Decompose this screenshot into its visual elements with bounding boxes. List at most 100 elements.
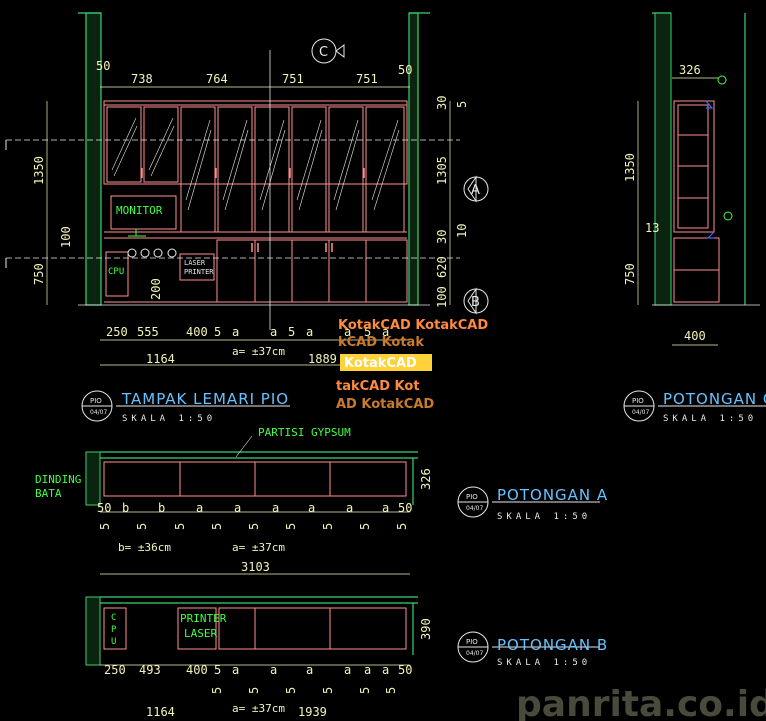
door-handles bbox=[141, 168, 365, 178]
sec-c-width-bottom: 400 bbox=[684, 329, 706, 343]
lower-cabinet bbox=[216, 239, 408, 303]
svg-text:30: 30 bbox=[435, 96, 449, 110]
left-dimension-texts: 1350 100 750 bbox=[32, 156, 73, 285]
elevation-right-wall bbox=[408, 12, 419, 306]
title-block-tampak: PIO 04/07 TAMPAK LEMARI PIO SKALA 1:50 bbox=[81, 390, 290, 424]
svg-text:a: a bbox=[270, 663, 277, 677]
svg-text:a: a bbox=[232, 663, 239, 677]
svg-text:50: 50 bbox=[398, 63, 412, 77]
svg-text:a: a bbox=[364, 663, 371, 677]
title-tampak: TAMPAK LEMARI PIO bbox=[121, 390, 289, 408]
svg-text:a= ±37cm: a= ±37cm bbox=[232, 345, 285, 358]
section-marker-b: B bbox=[463, 287, 489, 315]
svg-text:5: 5 bbox=[135, 523, 149, 530]
elevation-left-wall bbox=[85, 12, 102, 306]
svg-text:5: 5 bbox=[384, 687, 398, 694]
svg-text:a: a bbox=[382, 501, 389, 515]
svg-text:620: 620 bbox=[435, 256, 449, 278]
svg-text:a: a bbox=[346, 501, 353, 515]
monitor bbox=[110, 195, 177, 230]
title-block-potongan-a: PIO 04/07 POTONGAN A SKALA 1:50 bbox=[457, 486, 608, 522]
sec-b-note-a: a= ±37cm bbox=[232, 702, 285, 715]
svg-text:a: a bbox=[382, 325, 389, 339]
svg-text:a: a bbox=[232, 325, 239, 339]
svg-text:kCAD Kotak: kCAD Kotak bbox=[338, 335, 424, 350]
svg-text:10: 10 bbox=[455, 224, 469, 238]
title-potongan-a: POTONGAN A bbox=[497, 486, 608, 504]
elevation-view: MONITOR CPU LASER PRINTER bbox=[5, 12, 489, 366]
svg-text:C: C bbox=[111, 613, 116, 623]
svg-text:04/07: 04/07 bbox=[632, 409, 649, 416]
svg-text:751: 751 bbox=[356, 72, 378, 86]
svg-text:04/07: 04/07 bbox=[466, 650, 483, 657]
svg-text:5: 5 bbox=[358, 687, 372, 694]
svg-text:04/07: 04/07 bbox=[90, 409, 107, 416]
svg-text:5: 5 bbox=[358, 523, 372, 530]
laser-printer-label-2: PRINTER bbox=[184, 268, 214, 276]
section-marker-a: A bbox=[463, 175, 489, 203]
svg-text:493: 493 bbox=[139, 663, 161, 677]
bottom-dimension-row-2: 1164 a= ±37cm 1889 bbox=[146, 345, 337, 366]
partisi-gypsum-label: PARTISI GYPSUM bbox=[258, 426, 351, 439]
section-b-view: C P U PRINTER LASER 390 250 493 400 5 a … bbox=[85, 596, 433, 719]
svg-text:738: 738 bbox=[131, 72, 153, 86]
svg-text:1305: 1305 bbox=[435, 156, 449, 185]
svg-text:KotakCAD: KotakCAD bbox=[344, 356, 417, 371]
svg-text:5: 5 bbox=[247, 523, 261, 530]
svg-text:5: 5 bbox=[288, 325, 295, 339]
cpu-label: CPU bbox=[108, 267, 124, 277]
sec-c-h2: 13 bbox=[645, 221, 659, 235]
svg-text:5: 5 bbox=[321, 687, 335, 694]
svg-text:50: 50 bbox=[96, 59, 110, 73]
svg-text:5: 5 bbox=[247, 687, 261, 694]
svg-text:a: a bbox=[306, 325, 313, 339]
cpu-box bbox=[105, 251, 129, 297]
printer-laser-label-1: PRINTER bbox=[180, 612, 227, 625]
title-block-potongan-c: PIO 04/07 POTONGAN C SKALA 1:50 bbox=[623, 390, 766, 424]
svg-text:PIO: PIO bbox=[632, 397, 644, 405]
svg-text:250: 250 bbox=[106, 325, 128, 339]
svg-text:5: 5 bbox=[173, 523, 187, 530]
svg-text:a: a bbox=[306, 663, 313, 677]
right-dimension-texts: 30 5 1305 30 10 620 100 bbox=[435, 96, 469, 308]
svg-text:250: 250 bbox=[104, 663, 126, 677]
scale-potongan-b: SKALA 1:50 bbox=[497, 658, 591, 668]
svg-text:100: 100 bbox=[59, 226, 73, 248]
svg-text:a: a bbox=[234, 501, 241, 515]
sec-a-total: 3103 bbox=[241, 560, 270, 574]
laser-printer bbox=[179, 253, 215, 281]
sec-a-note-a: a= ±37cm bbox=[232, 541, 285, 554]
dim-200: 200 bbox=[149, 278, 163, 300]
svg-text:5: 5 bbox=[321, 523, 335, 530]
sec-c-width-top: 326 bbox=[679, 63, 701, 77]
svg-text:751: 751 bbox=[282, 72, 304, 86]
svg-text:A: A bbox=[471, 183, 480, 198]
svg-text:PIO: PIO bbox=[466, 638, 478, 646]
svg-text:a: a bbox=[344, 325, 351, 339]
svg-text:PIO: PIO bbox=[466, 493, 478, 501]
svg-text:764: 764 bbox=[206, 72, 228, 86]
printer-laser-label-2: LASER bbox=[184, 627, 217, 640]
svg-text:5: 5 bbox=[210, 687, 224, 694]
sec-c-h3: 750 bbox=[623, 263, 637, 285]
svg-text:KotakCAD KotakCAD: KotakCAD KotakCAD bbox=[338, 318, 488, 333]
scale-potongan-a: SKALA 1:50 bbox=[497, 512, 591, 522]
svg-text:b: b bbox=[158, 501, 165, 515]
sec-a-fives: 5 5 5 5 5 5 5 5 5 bbox=[98, 523, 409, 530]
glass-hatch bbox=[111, 117, 400, 211]
svg-text:5: 5 bbox=[364, 325, 371, 339]
svg-text:a: a bbox=[382, 663, 389, 677]
sec-a-depth: 326 bbox=[419, 468, 433, 490]
sec-c-h1: 1350 bbox=[623, 153, 637, 182]
svg-text:1164: 1164 bbox=[146, 352, 175, 366]
svg-text:a: a bbox=[344, 663, 351, 677]
svg-text:400: 400 bbox=[186, 325, 208, 339]
svg-text:5: 5 bbox=[284, 523, 298, 530]
svg-text:5: 5 bbox=[214, 663, 221, 677]
title-potongan-b: POTONGAN B bbox=[497, 636, 608, 654]
svg-text:5: 5 bbox=[210, 523, 224, 530]
svg-text:PIO: PIO bbox=[90, 397, 102, 405]
svg-text:1350: 1350 bbox=[32, 156, 46, 185]
sec-b-depth: 390 bbox=[419, 618, 433, 640]
dinding-label-1: DINDING bbox=[35, 473, 81, 486]
